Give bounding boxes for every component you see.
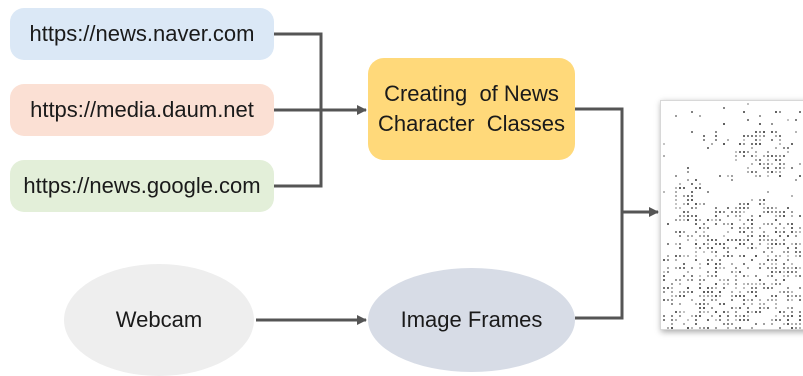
source-google-label: https://news.google.com xyxy=(23,173,261,198)
process-label-line2: Character Classes xyxy=(377,111,566,136)
image-frames-node: Image Frames xyxy=(368,268,575,372)
webcam-label: Webcam xyxy=(115,307,203,332)
process-character-classes-box: Creating of News Character Classes xyxy=(368,58,575,160)
connector-url3 xyxy=(274,110,323,188)
source-naver-box: https://news.naver.com xyxy=(10,8,274,60)
source-daum-box: https://media.daum.net xyxy=(10,84,274,136)
image-frames-label: Image Frames xyxy=(400,307,543,332)
connector-url1 xyxy=(274,32,323,110)
source-daum-label: https://media.daum.net xyxy=(30,97,254,122)
ascii-art-portrait-image xyxy=(660,100,803,330)
connector-frames-out xyxy=(575,212,624,320)
source-google-box: https://news.google.com xyxy=(10,160,274,212)
source-naver-label: https://news.naver.com xyxy=(29,21,255,46)
ascii-art-texture xyxy=(663,103,801,329)
connector-process-out xyxy=(575,107,624,212)
webcam-node: Webcam xyxy=(64,264,254,376)
process-label-line1: Creating of News xyxy=(384,81,559,106)
